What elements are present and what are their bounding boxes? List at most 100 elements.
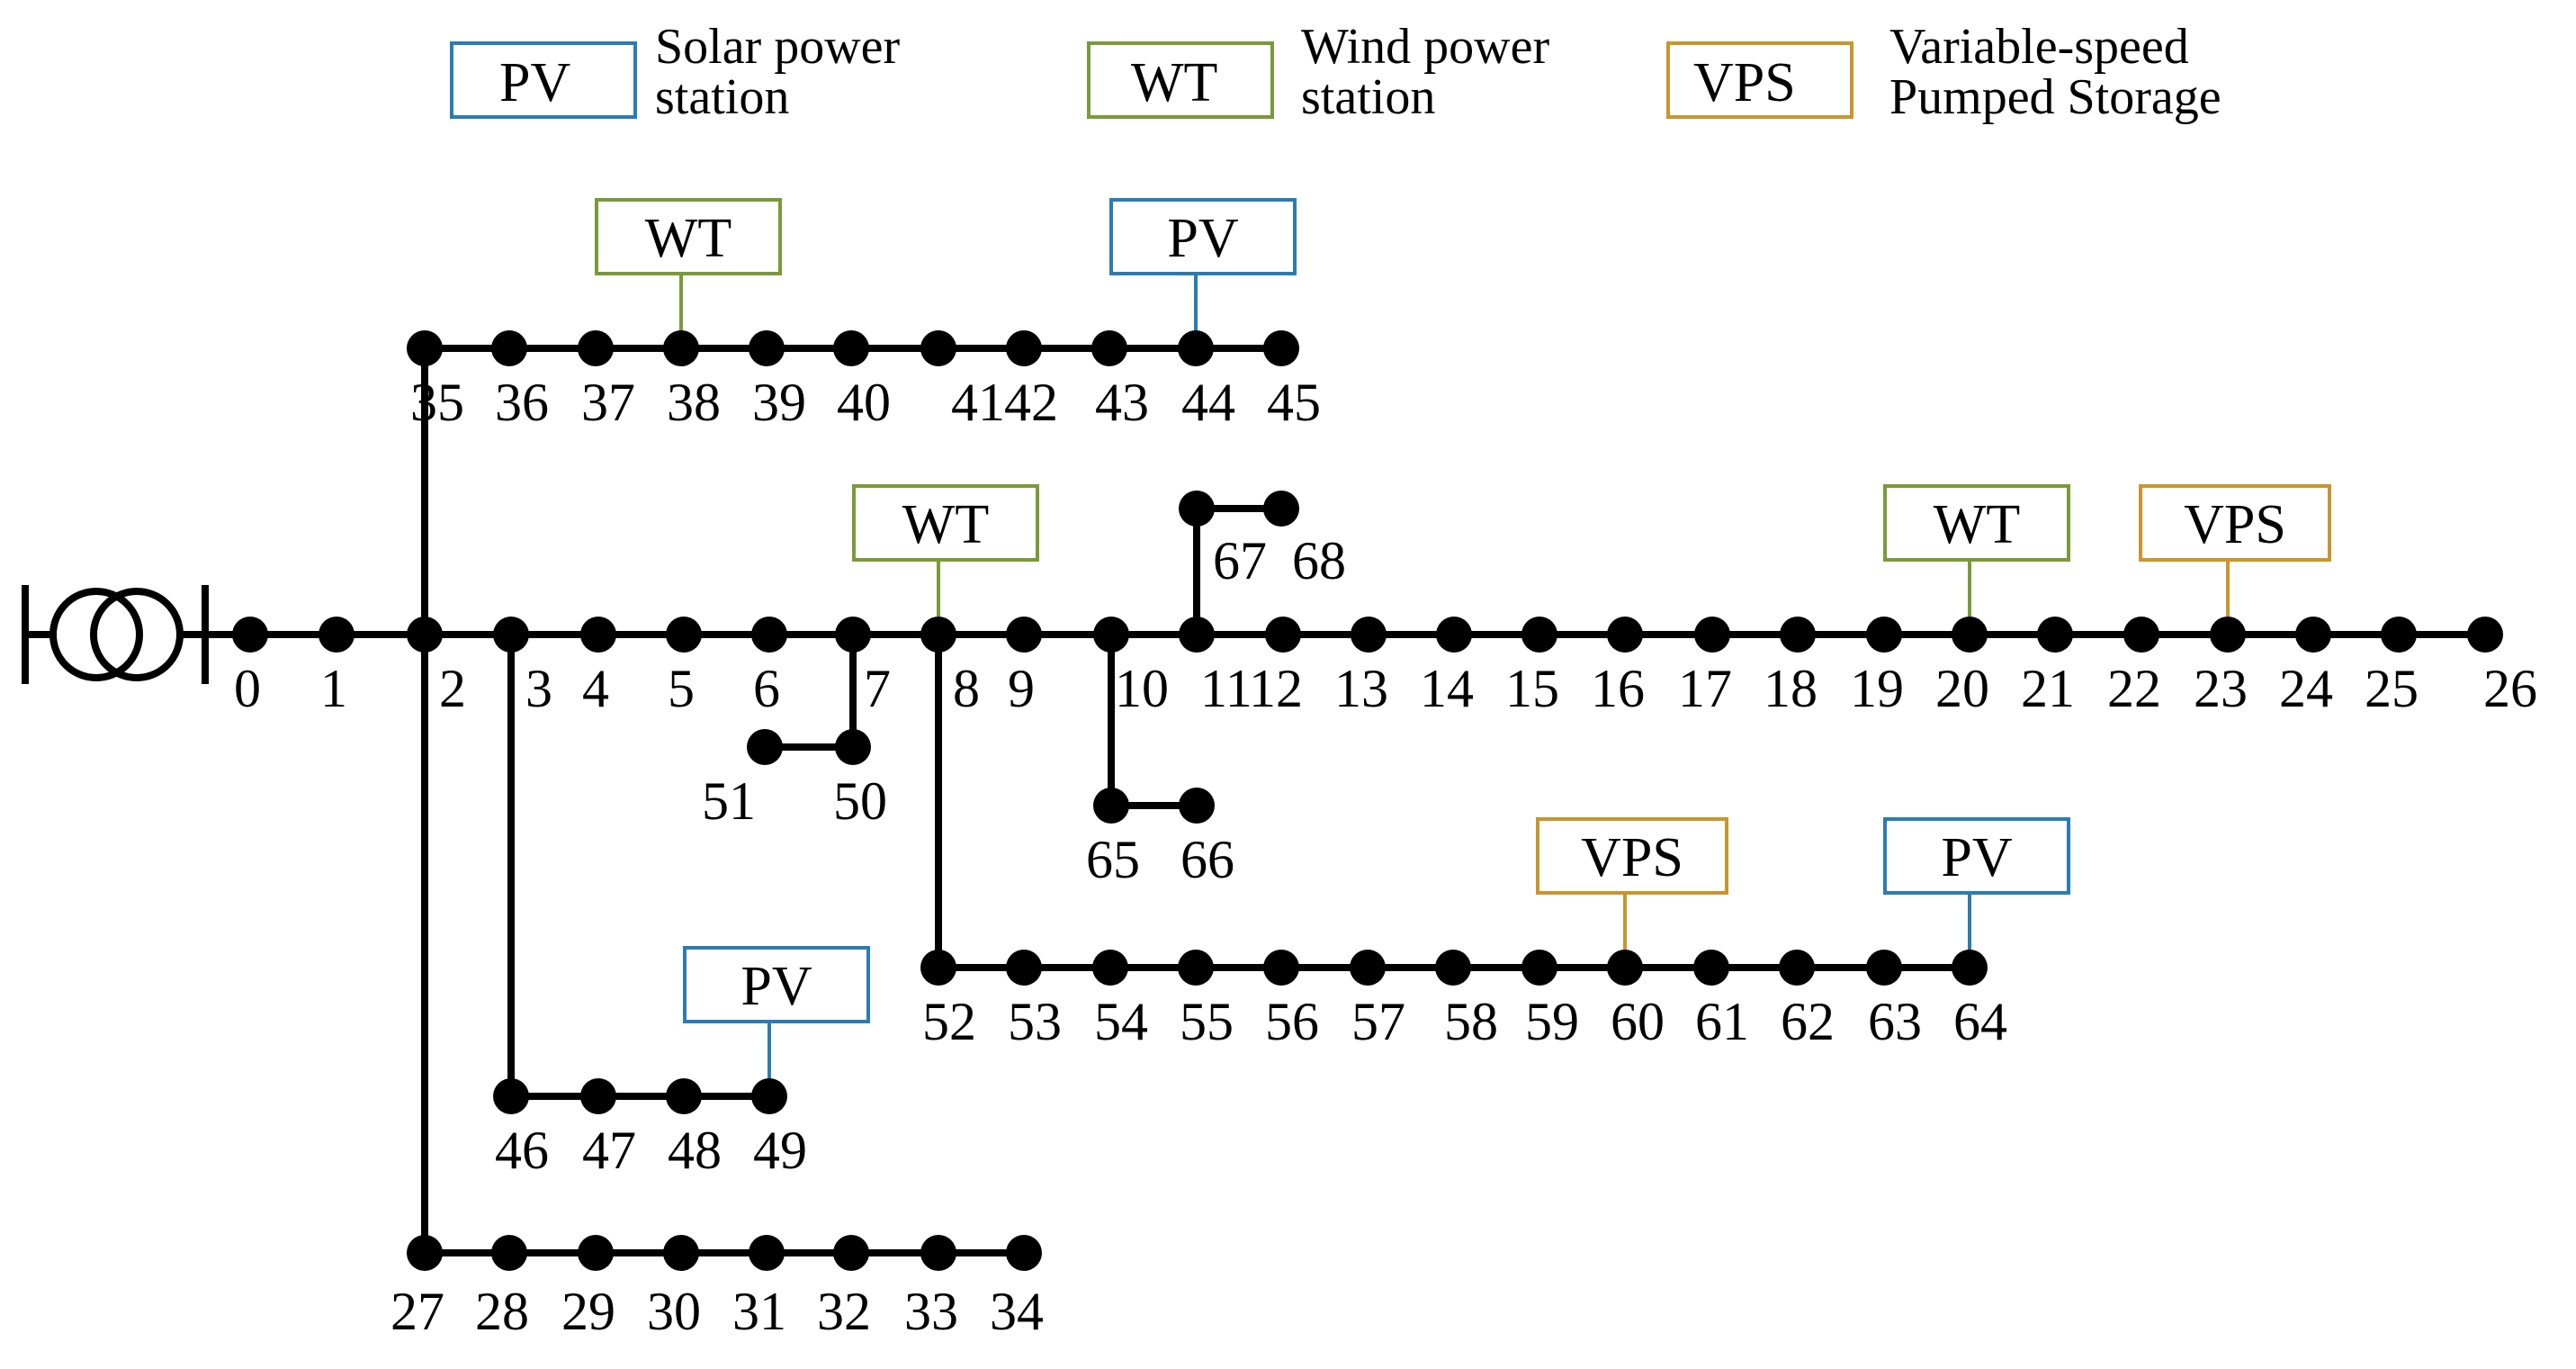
bus-node-38 [663, 330, 699, 366]
bus-label-34: 34 [990, 1282, 1044, 1341]
bus-label-41: 41 [951, 373, 1005, 432]
bus-node-22 [2123, 617, 2159, 653]
bus-label-53: 53 [1008, 992, 1062, 1051]
bus-node-53 [1006, 950, 1042, 986]
pv-station-bus-49: PV [683, 946, 870, 1096]
bus-node-45 [1263, 330, 1299, 366]
device-label: PV [1167, 208, 1238, 269]
pv-station-bus-44: PV [1109, 198, 1297, 348]
device-box [683, 946, 870, 1023]
bus-label-68: 68 [1292, 531, 1346, 590]
device-box [595, 198, 782, 275]
bus-label-32: 32 [817, 1282, 871, 1341]
bus-label-2: 2 [439, 659, 466, 718]
legend-wt-description: station [1301, 69, 1435, 125]
device-label: PV [1941, 827, 2012, 888]
bus-label-13: 13 [1334, 659, 1388, 718]
bus-label-55: 55 [1180, 992, 1234, 1051]
pv-station-bus-64: PV [1883, 817, 2070, 968]
device-box [1883, 817, 2070, 895]
bus-node-6 [751, 617, 787, 653]
bus-label-33: 33 [904, 1282, 958, 1341]
bus-node-65 [1093, 788, 1129, 824]
bus-node-51 [747, 729, 783, 765]
device-box [1536, 817, 1728, 895]
bus-label-66: 66 [1180, 830, 1234, 889]
bus-label-20: 20 [1935, 659, 1989, 718]
bus-label-11: 11 [1200, 659, 1252, 718]
bus-node-63 [1866, 950, 1902, 986]
bus-node-5 [666, 617, 702, 653]
bus-label-58: 58 [1444, 992, 1498, 1051]
bus-label-19: 19 [1850, 659, 1904, 718]
bus-label-9: 9 [1008, 659, 1035, 718]
legend-wt-code: WT [1131, 52, 1217, 113]
bus-node-7 [835, 617, 871, 653]
bus-label-0: 0 [234, 659, 261, 718]
bus-node-60 [1607, 950, 1643, 986]
legend-vps-box [1666, 41, 1853, 119]
feeder-lines [205, 345, 2485, 1256]
bus-node-44 [1178, 330, 1214, 366]
bus-node-42 [1006, 330, 1042, 366]
bus-node-56 [1263, 950, 1299, 986]
bus-node-17 [1694, 617, 1730, 653]
bus-node-59 [1521, 950, 1557, 986]
bus-label-61: 61 [1695, 992, 1749, 1051]
device-box [852, 484, 1039, 562]
wt-station-bus-8: WT [852, 484, 1039, 635]
bus-node-20 [1952, 617, 1988, 653]
bus-label-38: 38 [667, 373, 721, 432]
bus-label-15: 15 [1505, 659, 1559, 718]
bus-node-40 [833, 330, 869, 366]
legend-pv-description: station [655, 69, 789, 125]
bus-label-63: 63 [1868, 992, 1922, 1051]
bus-label-25: 25 [2365, 659, 2419, 718]
bus-node-25 [2381, 617, 2417, 653]
bus-node-52 [920, 950, 956, 986]
bus-nodes [232, 330, 2503, 1271]
bus-label-1: 1 [320, 659, 347, 718]
device-box [1883, 484, 2070, 562]
bus-node-35 [407, 330, 443, 366]
bus-node-1 [319, 617, 355, 653]
source-transformer [22, 585, 209, 684]
bus-label-36: 36 [495, 373, 549, 432]
bus-label-31: 31 [732, 1282, 786, 1341]
bus-node-46 [493, 1078, 529, 1114]
bus-label-42: 42 [1004, 373, 1058, 432]
bus-label-62: 62 [1781, 992, 1835, 1051]
device-box [2139, 484, 2331, 562]
bus-node-16 [1607, 617, 1643, 653]
wt-station-bus-20: WT [1883, 484, 2070, 635]
bus-node-21 [2037, 617, 2073, 653]
bus-label-17: 17 [1678, 659, 1732, 718]
bus-node-9 [1006, 617, 1042, 653]
bus-label-16: 16 [1591, 659, 1645, 718]
bus-label-67: 67 [1213, 531, 1267, 590]
wt-station-bus-38: WT [595, 198, 782, 348]
bus-label-59: 59 [1525, 992, 1579, 1051]
bus-label-18: 18 [1764, 659, 1818, 718]
bus-node-28 [491, 1235, 527, 1271]
bus-node-34 [1006, 1235, 1042, 1271]
bus-node-4 [580, 617, 616, 653]
bus-label-26: 26 [2483, 659, 2537, 718]
bus-label-43: 43 [1095, 373, 1149, 432]
bus-label-8: 8 [953, 659, 980, 718]
bus-label-52: 52 [922, 992, 976, 1051]
bus-node-13 [1351, 617, 1387, 653]
bus-label-40: 40 [837, 373, 891, 432]
bus-node-48 [666, 1078, 702, 1114]
bus-label-35: 35 [410, 373, 464, 432]
bus-node-47 [580, 1078, 616, 1114]
bus-label-6: 6 [753, 659, 780, 718]
bus-node-15 [1521, 617, 1557, 653]
bus-label-65: 65 [1086, 830, 1140, 889]
bus-node-11 [1179, 617, 1215, 653]
bus-node-2 [407, 617, 443, 653]
